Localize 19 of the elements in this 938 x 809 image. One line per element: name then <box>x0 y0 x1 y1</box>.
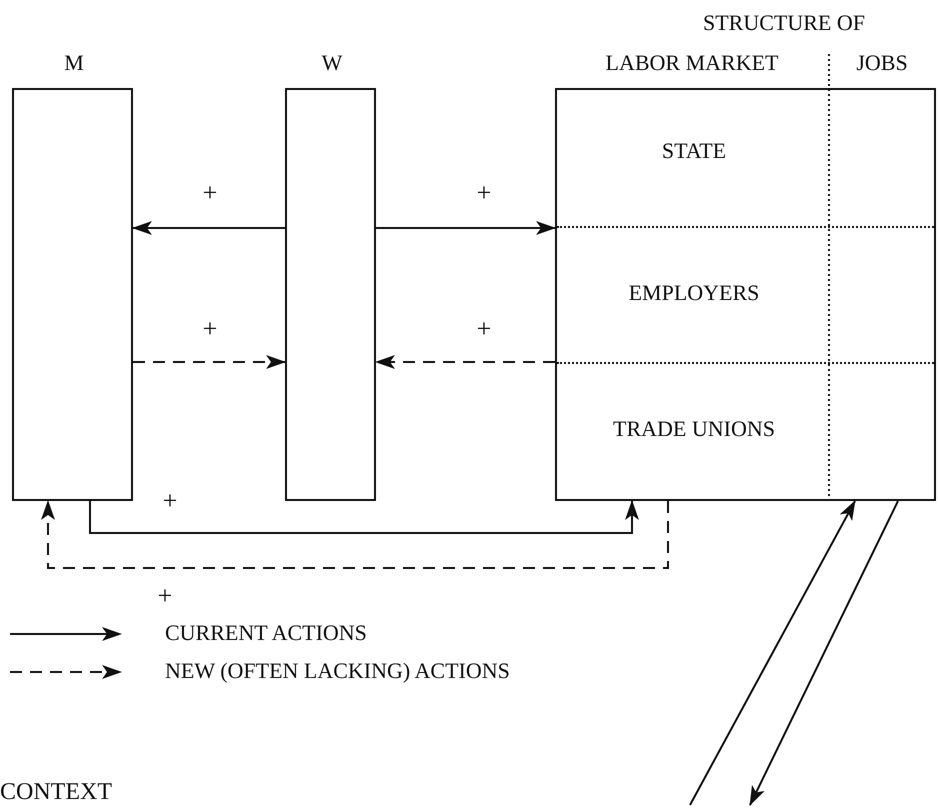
row-label: STATE <box>662 138 726 164</box>
arrow <box>749 500 899 806</box>
box-heading: LABOR MARKET <box>606 50 778 76</box>
row-label: EMPLOYERS <box>628 280 760 306</box>
arrow <box>689 500 856 806</box>
arrow <box>132 221 285 235</box>
box-heading: M <box>64 50 84 76</box>
box-heading: JOBS <box>856 50 908 76</box>
legend-label: NEW (OFTEN LACKING) ACTIONS <box>165 658 510 684</box>
box-heading: W <box>322 50 342 76</box>
legend-label: CURRENT ACTIONS <box>165 620 367 646</box>
arrow <box>89 500 639 534</box>
arrow <box>375 355 555 369</box>
arrow <box>133 355 286 369</box>
context-label: CONTEXT <box>0 778 112 806</box>
arrow <box>41 500 669 569</box>
row-label: TRADE UNIONS <box>613 416 775 442</box>
box-heading: STRUCTURE OF <box>703 10 865 36</box>
arrow <box>376 221 556 235</box>
